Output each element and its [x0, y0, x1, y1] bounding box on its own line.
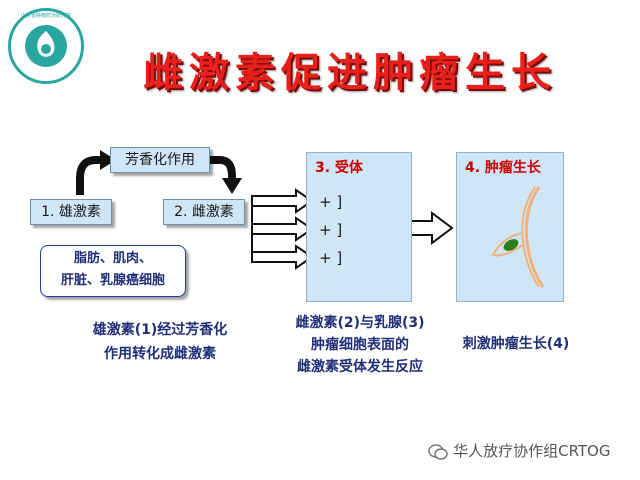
logo-text: 山东省肿瘤防治研究院	[20, 13, 71, 19]
receptor-arrow-1	[251, 188, 314, 214]
receptor-stage-panel: 3. 受体 + ] + ] + ]	[306, 152, 412, 302]
curved-arrow-up-head	[100, 150, 116, 170]
caption-right: 刺激肿瘤生长(4)	[446, 332, 586, 356]
caption-right-line-1: 刺激肿瘤生长(4)	[462, 336, 570, 352]
caption-middle-line-2: 肿瘤细胞表面的	[311, 337, 409, 353]
receptor-row-3: + ]	[319, 249, 343, 267]
step1-androgen-box: 1. 雄激素	[30, 199, 112, 225]
caption-left-line-2: 作用转化成雌激素	[104, 346, 216, 362]
caption-middle: 雌激素(2)与乳腺(3) 肿瘤细胞表面的 雌激素受体发生反应	[280, 312, 440, 378]
tumor-growth-stage-title: 4. 肿瘤生长	[465, 160, 541, 176]
receptor-arrow-2	[251, 216, 314, 242]
receptor-row-1: + ]	[319, 193, 343, 211]
caption-left: 雄激素(1)经过芳香化 作用转化成雌激素	[60, 318, 260, 366]
curved-arrow-down	[210, 156, 236, 178]
receptor-arrow-3	[251, 244, 314, 270]
tumor-illustration-icon	[491, 186, 545, 288]
institution-logo: 山东省肿瘤防治研究院	[8, 8, 84, 84]
tissue-line-1: 脂肪、肌肉、	[73, 251, 152, 266]
tissue-sources-box: 脂肪、肌肉、 肝脏、乳腺癌细胞	[40, 245, 186, 297]
watermark-text: 华人放疗协作组CRTOG	[453, 442, 611, 460]
receptor-row-2: + ]	[319, 221, 343, 239]
curved-arrow-down-head	[222, 178, 242, 194]
tumor-growth-stage-panel: 4. 肿瘤生长	[456, 152, 564, 302]
receptor-stage-title: 3. 受体	[315, 160, 363, 176]
slide-title: 雌激素促进肿瘤生长	[143, 49, 557, 96]
caption-middle-line-3: 雌激素受体发生反应	[297, 359, 423, 375]
watermark: 华人放疗协作组CRTOG	[428, 440, 611, 461]
step2-estrogen-box: 2. 雌激素	[163, 199, 245, 225]
caption-left-line-1: 雄激素(1)经过芳香化	[92, 322, 228, 338]
chat-bubble-icon	[428, 443, 448, 460]
aromatization-box: 芳香化作用	[110, 147, 210, 173]
curved-arrow-up	[76, 156, 100, 195]
tissue-line-2: 肝脏、乳腺癌细胞	[60, 273, 165, 288]
caption-middle-line-1: 雌激素(2)与乳腺(3)	[295, 315, 425, 331]
logo-emblem-icon	[25, 25, 67, 67]
